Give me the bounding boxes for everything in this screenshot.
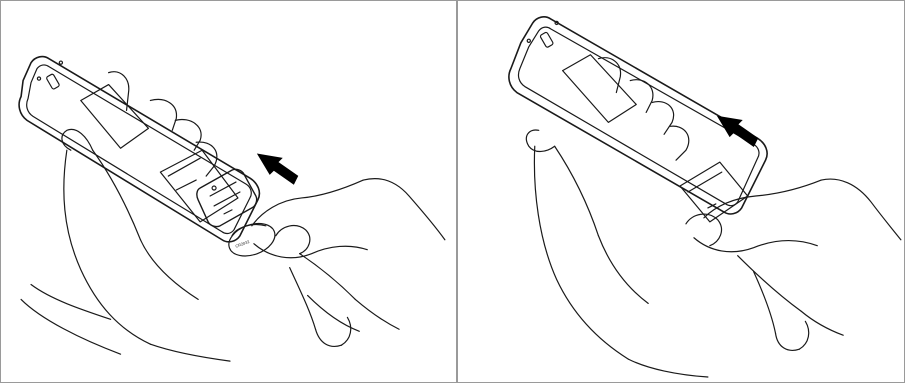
panel-remove-battery-cover: CR2032	[1, 1, 458, 382]
remote-control-back-icon	[19, 57, 259, 242]
hand-holding-icon	[526, 58, 707, 377]
arrow-icon	[258, 154, 298, 184]
hand-pulling-icon	[252, 179, 445, 347]
battery-cover-icon	[197, 169, 257, 226]
remove-cover-illustration: CR2032	[1, 1, 456, 382]
panel-close-battery-cover	[458, 1, 904, 382]
close-cover-illustration	[458, 1, 904, 382]
hand-holding-icon	[21, 72, 230, 361]
battery-label: CR2032	[235, 239, 250, 249]
coin-battery-icon	[224, 218, 279, 262]
hand-pushing-icon	[686, 179, 901, 350]
arrow-icon	[718, 116, 758, 146]
